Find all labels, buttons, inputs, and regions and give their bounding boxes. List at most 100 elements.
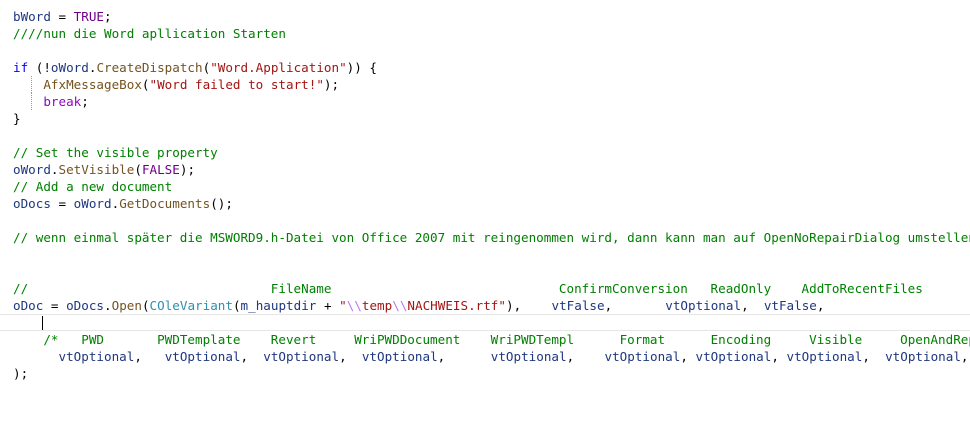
code-token: GetDocuments <box>119 196 211 211</box>
code-line[interactable]: AfxMessageBox("Word failed to start!"); <box>0 76 970 93</box>
code-token: , <box>816 298 825 313</box>
code-line[interactable]: bWord = TRUE; <box>0 8 970 25</box>
code-token: vtFalse <box>763 298 817 313</box>
indent-guide <box>31 76 32 93</box>
indent <box>13 332 43 347</box>
code-token: ); <box>323 77 340 92</box>
code-token: . <box>104 298 112 313</box>
code-token: , <box>741 298 764 313</box>
code-token: m_hauptdir <box>240 298 317 313</box>
code-token <box>43 349 58 364</box>
code-token: ( <box>134 162 142 177</box>
code-line[interactable]: vtOptional, vtOptional, vtOptional, vtOp… <box>0 348 970 365</box>
text-caret <box>42 316 43 330</box>
code-token: , <box>960 349 969 364</box>
code-token: = <box>43 298 67 313</box>
code-token: vtOptional <box>604 349 681 364</box>
code-line[interactable]: ); <box>0 365 970 382</box>
code-line[interactable]: // Add a new document <box>0 178 970 195</box>
code-line[interactable] <box>0 212 970 229</box>
code-line[interactable]: ////nun die Word apllication Starten <box>0 25 970 42</box>
code-token: CreateDispatch <box>96 60 203 75</box>
code-line[interactable] <box>0 263 970 280</box>
code-token: , <box>566 349 605 364</box>
code-token: . <box>88 60 97 75</box>
code-token: AfxMessageBox <box>43 77 142 92</box>
code-token: . <box>50 162 59 177</box>
code-token: vtOptional <box>58 349 135 364</box>
code-token: ( <box>202 60 211 75</box>
code-token: = <box>50 9 74 24</box>
code-token: vtOptional <box>885 349 961 364</box>
code-token: , <box>604 298 666 313</box>
code-token: = <box>50 196 74 211</box>
code-line[interactable]: // wenn einmal später die MSWORD9.h-Date… <box>0 229 970 246</box>
code-token: /* PWD PWDTemplate Revert WriPWDDocument… <box>43 332 970 347</box>
code-token: ; <box>81 94 89 109</box>
code-token: vtOptional <box>786 349 863 364</box>
code-token: ), <box>505 298 552 313</box>
code-token: FALSE <box>141 162 180 177</box>
code-token: TRUE <box>73 9 105 24</box>
code-token: , <box>680 349 696 364</box>
code-token: )) { <box>346 60 378 75</box>
code-token: // FileName ConfirmConversion ReadOnly A… <box>13 281 923 296</box>
code-line[interactable]: oDoc = oDocs.Open(COleVariant(m_hauptdir… <box>0 297 970 314</box>
code-line[interactable]: // Set the visible property <box>0 144 970 161</box>
code-token: vtOptional <box>695 349 772 364</box>
code-token: vtFalse <box>551 298 605 313</box>
indent <box>13 94 43 109</box>
code-line[interactable]: } <box>0 110 970 127</box>
code-token: oDoc <box>13 298 44 313</box>
code-token: oWord <box>13 162 51 177</box>
code-token: (! <box>28 60 51 75</box>
code-token: ); <box>179 162 196 177</box>
code-token: vtOptional <box>164 349 241 364</box>
code-token: // Set the visible property <box>13 145 218 160</box>
code-token: , <box>862 349 886 364</box>
code-line[interactable]: oWord.SetVisible(FALSE); <box>0 161 970 178</box>
code-token: , <box>240 349 264 364</box>
code-line[interactable] <box>0 42 970 59</box>
code-token: oWord <box>50 60 89 75</box>
code-token: ); <box>13 366 29 381</box>
code-token: , <box>437 349 491 364</box>
code-token: ( <box>141 77 150 92</box>
code-token: break <box>43 94 82 109</box>
code-token: (); <box>210 196 233 211</box>
code-token: temp <box>361 298 393 313</box>
code-token: ////nun die Word apllication Starten <box>13 26 286 41</box>
code-token: \\ <box>392 298 408 313</box>
code-token: , <box>339 349 362 364</box>
code-token: "Word failed to start!" <box>149 77 324 92</box>
code-token: // Add a new document <box>13 179 173 194</box>
code-token: "Word.Application" <box>210 60 347 75</box>
code-line[interactable]: if (!oWord.CreateDispatch("Word.Applicat… <box>0 59 970 76</box>
code-token: . <box>111 196 120 211</box>
current-code-line[interactable] <box>0 314 970 331</box>
code-token: NACHWEIS.rtf" <box>407 298 506 313</box>
indent <box>13 77 43 92</box>
code-token: + <box>316 298 340 313</box>
code-token: " <box>339 298 347 313</box>
code-token: if <box>13 60 29 75</box>
code-token: oDocs <box>66 298 105 313</box>
code-token: vtOptional <box>490 349 567 364</box>
code-line[interactable] <box>0 127 970 144</box>
code-line[interactable]: // FileName ConfirmConversion ReadOnly A… <box>0 280 970 297</box>
code-line[interactable]: oDocs = oWord.GetDocuments(); <box>0 195 970 212</box>
code-token: COleVariant <box>149 298 233 313</box>
code-line[interactable]: /* PWD PWDTemplate Revert WriPWDDocument… <box>0 331 970 348</box>
code-token: SetVisible <box>58 162 135 177</box>
code-line[interactable] <box>0 246 970 263</box>
code-line[interactable]: break; <box>0 93 970 110</box>
code-token: oWord <box>73 196 112 211</box>
code-token: vtOptional <box>361 349 438 364</box>
code-token: ( <box>232 298 241 313</box>
indent <box>13 349 43 364</box>
code-token: \\ <box>346 298 362 313</box>
code-token: ; <box>104 9 112 24</box>
code-token: oDocs <box>13 196 51 211</box>
code-token: // wenn einmal später die MSWORD9.h-Date… <box>13 230 970 245</box>
